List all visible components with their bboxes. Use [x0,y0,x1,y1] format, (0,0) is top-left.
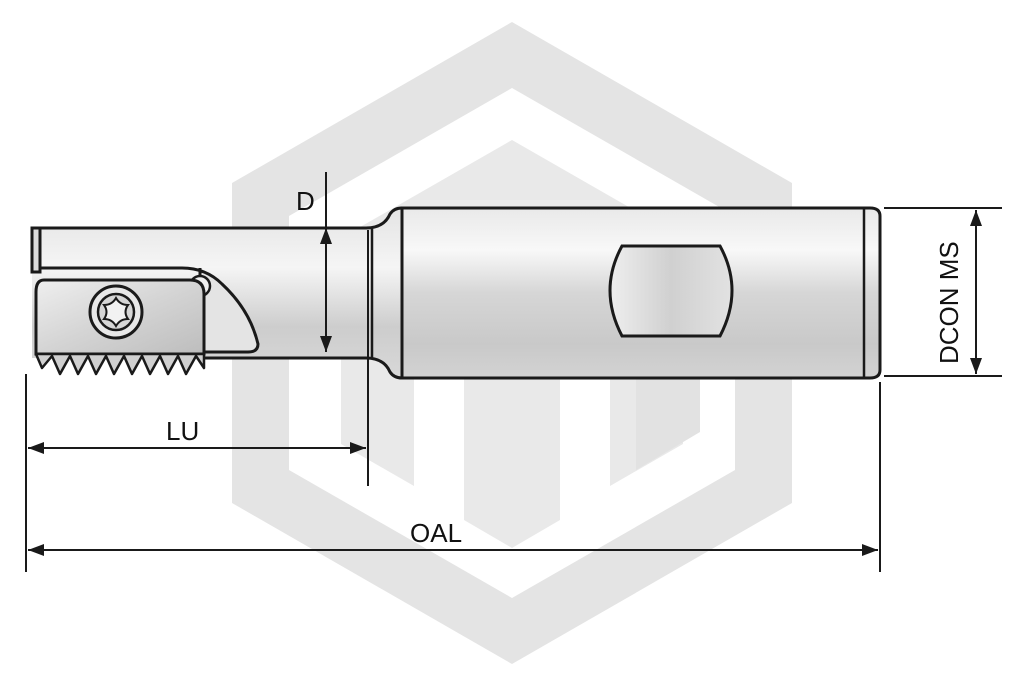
dimension-label-lu: LU [166,416,199,446]
clamping-flat [608,244,734,338]
torx-screw-icon [88,284,144,340]
dimension-lu [25,230,369,572]
dimension-oal [28,382,881,572]
dimension-label-d: D [296,186,315,216]
cutting-head [30,226,260,376]
thread-teeth [34,352,206,376]
dimension-d [320,172,332,352]
dimension-dcon-ms [884,207,1002,377]
shank [400,206,882,380]
dimension-label-oal: OAL [410,518,462,548]
dimension-label-dcon-ms: DCON MS [934,241,964,364]
